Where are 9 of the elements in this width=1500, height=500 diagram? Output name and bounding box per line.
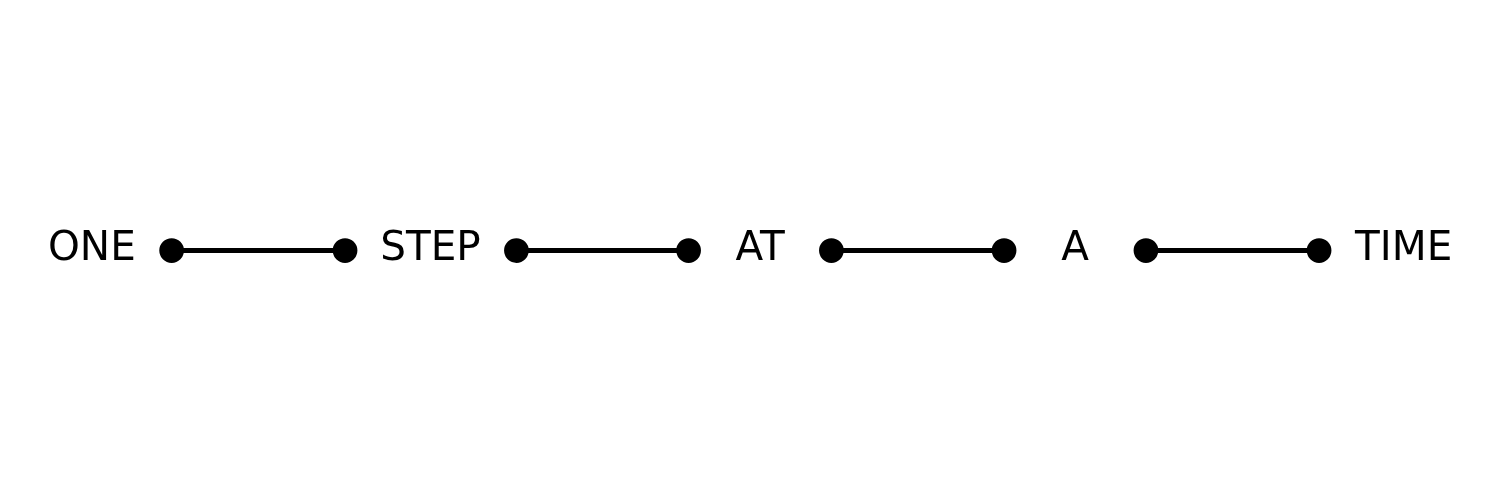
node-text: TIME: [1355, 221, 1453, 270]
connector: [1133, 237, 1332, 263]
connector: [819, 237, 1017, 263]
node-text: STEP: [380, 221, 481, 270]
node-text: ONE: [47, 221, 136, 270]
node-text: A: [1061, 221, 1089, 270]
connector: [159, 237, 358, 263]
connector: [504, 237, 701, 263]
node-text: AT: [735, 221, 785, 270]
